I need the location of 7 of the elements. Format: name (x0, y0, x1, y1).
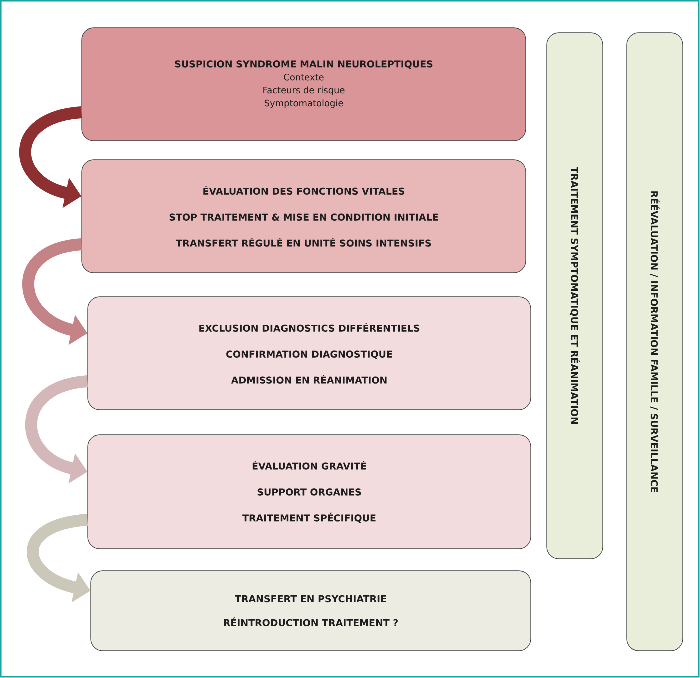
side-band: RÉÉVALUATION / INFORMATION FAMILLE / SURVEILLANCE (626, 32, 684, 652)
step-box: TRANSFERT EN PSYCHIATRIE RÉINTRODUCTION TRAITEMENT ? (90, 570, 532, 652)
step-box: EXCLUSION DIAGNOSTICS DIFFÉRENTIELS CONFIRMATION DIAGNOSTIQUE ADMISSION EN RÉANIMATION (88, 296, 532, 410)
step-box: SUSPICION SYNDROME MALIN NEUROLEPTIQUES Contexte Facteurs de risque Symptomatologie (82, 28, 526, 142)
step-box: ÉVALUATION DES FONCTIONS VITALES STOP TRAITEMENT & MISE EN CONDITION INITIALE TRANSFERT RÉGULÉ EN UNITÉ SOINS INTENSIFS (82, 160, 526, 274)
side-band: TRAITEMENT SYMPTOMATIQUE ET RÉANIMATION (546, 32, 604, 560)
step-box: ÉVALUATION GRAVITÉ SUPPORT ORGANES TRAITEMENT SPÉCIFIQUE (88, 434, 532, 550)
